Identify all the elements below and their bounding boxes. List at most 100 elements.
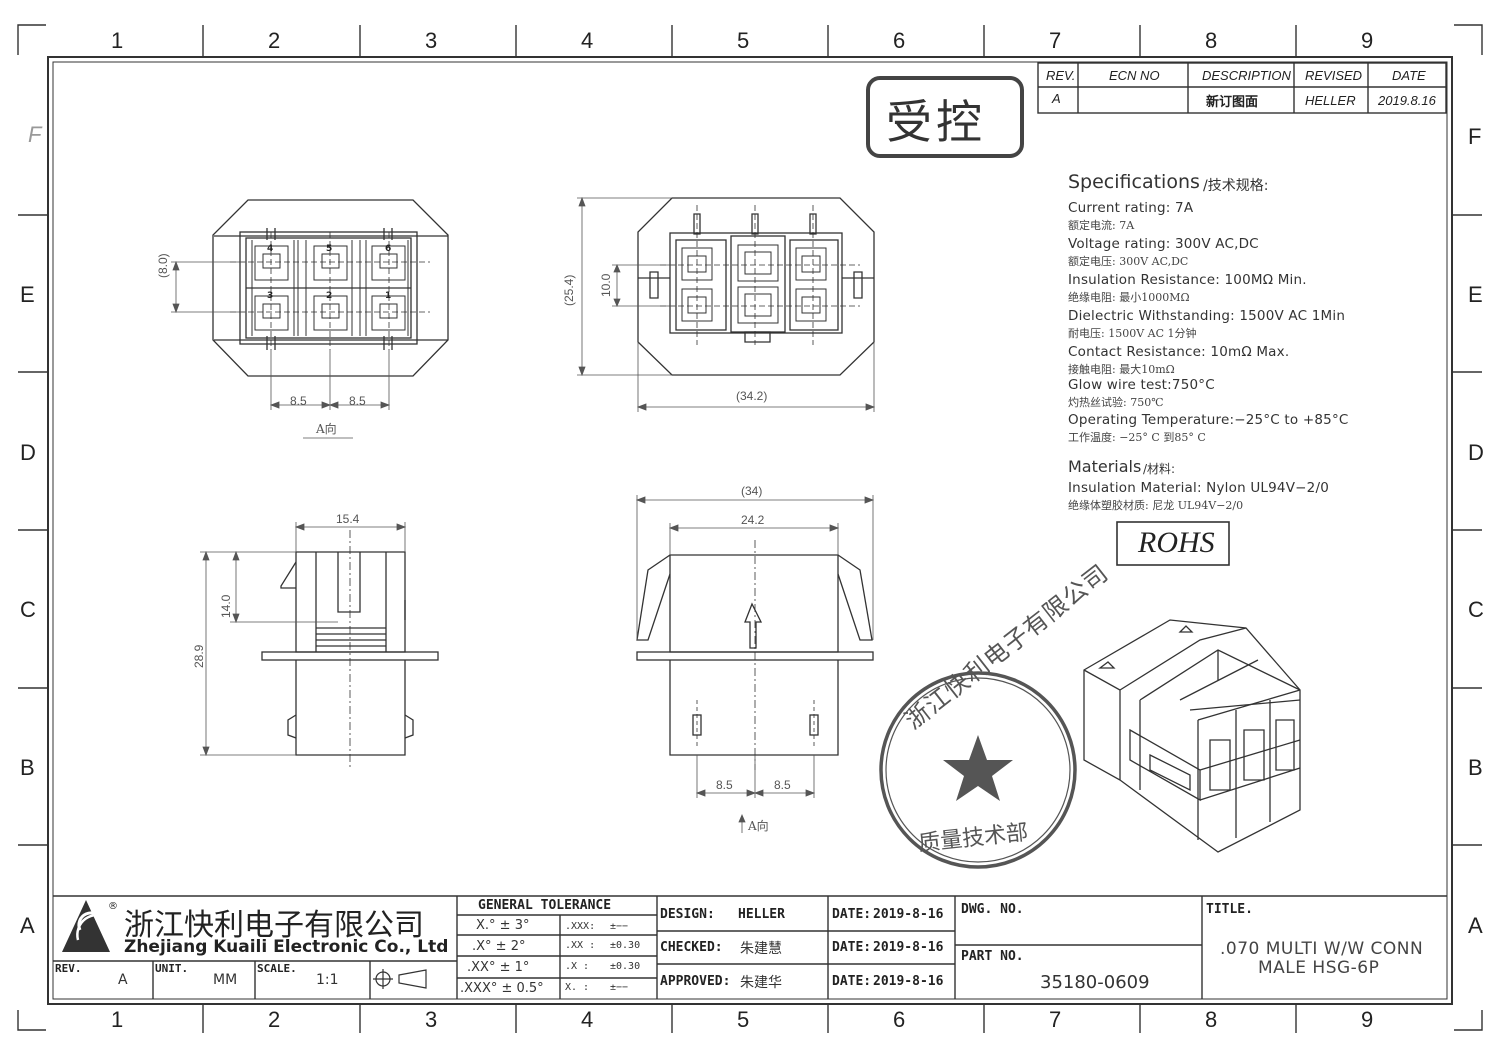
rohs-badge: ROHS	[1138, 526, 1215, 559]
spec-insulation-en: Insulation Resistance: 100MΩ Min.	[1068, 272, 1307, 288]
title-label: TITLE.	[1206, 902, 1253, 917]
zone-col-3: 3	[425, 28, 438, 53]
dim-top-left-8-5-b: 8.5	[349, 394, 366, 408]
zone-col-1-bottom: 1	[111, 1007, 124, 1032]
date-header: DATE	[1392, 68, 1426, 83]
tolerance-linear-val-4: ±−−	[610, 982, 629, 993]
dim-8-0: (8.0)	[156, 253, 170, 278]
zone-col-5: 5	[737, 28, 750, 53]
pin-number-3: 3	[267, 291, 274, 301]
spec-glow-cn: 灼热丝试验: 750℃	[1068, 396, 1164, 409]
unit-value: MM	[213, 972, 238, 988]
ecn-header: ECN NO	[1109, 68, 1160, 83]
dim-front-8-5-b: 8.5	[774, 778, 791, 792]
zone-row-D-left: D	[20, 440, 36, 465]
tolerance-linear-key-2: .XX :	[565, 940, 596, 951]
pin-number-5: 5	[326, 244, 333, 254]
design-date: 2019-8-16	[873, 907, 944, 922]
checked-value: 朱建慧	[740, 941, 782, 957]
description-value: 新订图面	[1206, 95, 1259, 110]
tolerance-linear-val-3: ±0.30	[610, 961, 641, 972]
checked-date: 2019-8-16	[873, 940, 944, 955]
approved-date-label: DATE:	[832, 974, 872, 989]
dim-14-0: 14.0	[219, 594, 233, 618]
date-value: 2019.8.16	[1378, 93, 1436, 108]
approved-date: 2019-8-16	[873, 974, 944, 989]
spec-temperature-cn: 工作温度: −25° C 到85° C	[1068, 431, 1206, 444]
unit-label: UNIT.	[155, 962, 189, 975]
zone-col-8: 8	[1205, 28, 1218, 53]
material-en: Insulation Material: Nylon UL94V−2/0	[1068, 480, 1329, 496]
zone-row-A-right: A	[1468, 913, 1483, 938]
zone-row-E-left: E	[20, 282, 35, 307]
description-header: DESCRIPTION	[1202, 68, 1291, 83]
pin-number-4: 4	[267, 244, 274, 254]
design-value: HELLER	[738, 907, 785, 922]
specifications-heading-cn: /技术规格:	[1203, 178, 1269, 194]
dim-25-4: (25.4)	[562, 274, 576, 306]
tolerance-linear-val-2: ±0.30	[610, 940, 641, 951]
title-line-2: MALE HSG-6P	[1258, 958, 1380, 978]
design-date-label: DATE:	[832, 907, 872, 922]
spec-glow-en: Glow wire test:750°C	[1068, 377, 1215, 393]
spec-contact-cn: 接触电阻: 最大10mΩ	[1068, 363, 1175, 376]
scale-value: 1:1	[316, 972, 339, 988]
quality-stamp-seal	[879, 671, 1077, 869]
zone-row-D-right: D	[1468, 440, 1484, 465]
dim-top-left-8-5-a: 8.5	[290, 394, 307, 408]
company-logo-mark	[62, 900, 110, 952]
zone-col-5-bottom: 5	[737, 1007, 750, 1032]
zone-row-C-right: C	[1468, 597, 1484, 622]
dim-34-2: (34.2)	[736, 389, 768, 403]
spec-current-cn: 额定电流: 7A	[1068, 219, 1135, 232]
approved-value: 朱建华	[740, 975, 782, 991]
spec-current-en: Current rating: 7A	[1068, 200, 1194, 216]
materials-heading-cn: /材料:	[1143, 462, 1176, 476]
zone-col-6: 6	[893, 28, 906, 53]
spec-temperature-en: Operating Temperature:−25°C to +85°C	[1068, 412, 1349, 428]
part-no-value: 35180-0609	[1040, 972, 1150, 993]
zone-col-1: 1	[111, 28, 124, 53]
approved-label: APPROVED:	[660, 974, 731, 989]
tolerance-angle-1: X.° ± 3°	[476, 918, 530, 933]
spec-insulation-cn: 绝缘电阻: 最小1000MΩ	[1068, 291, 1190, 304]
checked-date-label: DATE:	[832, 940, 872, 955]
dim-28-9: 28.9	[192, 644, 206, 668]
zone-col-9-bottom: 9	[1361, 1007, 1374, 1032]
zone-col-9: 9	[1361, 28, 1374, 53]
specifications-heading: Specifications	[1068, 171, 1200, 193]
dim-34: (34)	[741, 484, 763, 498]
zone-col-3-bottom: 3	[425, 1007, 438, 1032]
tolerance-linear-key-1: .XXX:	[565, 921, 596, 932]
zone-row-E-right: E	[1468, 282, 1483, 307]
dim-front-8-5-a: 8.5	[716, 778, 733, 792]
dim-15-4: 15.4	[336, 512, 360, 526]
pin-number-2: 2	[326, 291, 333, 301]
materials-heading: Materials	[1068, 457, 1142, 476]
rev-label: REV.	[55, 962, 82, 975]
zone-col-8-bottom: 8	[1205, 1007, 1218, 1032]
tolerance-angle-3: .XX° ± 1°	[467, 960, 530, 975]
dim-24-2: 24.2	[741, 513, 765, 527]
checked-label: CHECKED:	[660, 940, 723, 955]
dwg-no-label: DWG. NO.	[961, 902, 1024, 917]
zone-col-2-bottom: 2	[268, 1007, 281, 1032]
general-tolerance-title: GENERAL TOLERANCE	[478, 898, 612, 913]
scale-label: SCALE.	[257, 962, 297, 975]
rev-header: REV.	[1046, 68, 1076, 83]
part-no-label: PART NO.	[961, 949, 1024, 964]
design-label: DESIGN:	[660, 907, 715, 922]
pin-number-1: 1	[385, 291, 392, 301]
zone-col-4-bottom: 4	[581, 1007, 594, 1032]
zone-row-A-left: A	[20, 913, 35, 938]
company-name-cn: 浙江快利电子有限公司	[124, 908, 424, 943]
revised-value: HELLER	[1305, 93, 1356, 108]
spec-voltage-en: Voltage rating: 300V AC,DC	[1068, 236, 1259, 252]
spec-contact-en: Contact Resistance: 10mΩ Max.	[1068, 344, 1290, 360]
zone-row-F-right: F	[1468, 124, 1482, 149]
revised-header: REVISED	[1305, 68, 1363, 83]
tolerance-linear-val-1: ±−−	[610, 921, 629, 932]
zone-row-C-left: C	[20, 597, 36, 622]
pin-number-6: 6	[385, 244, 392, 254]
